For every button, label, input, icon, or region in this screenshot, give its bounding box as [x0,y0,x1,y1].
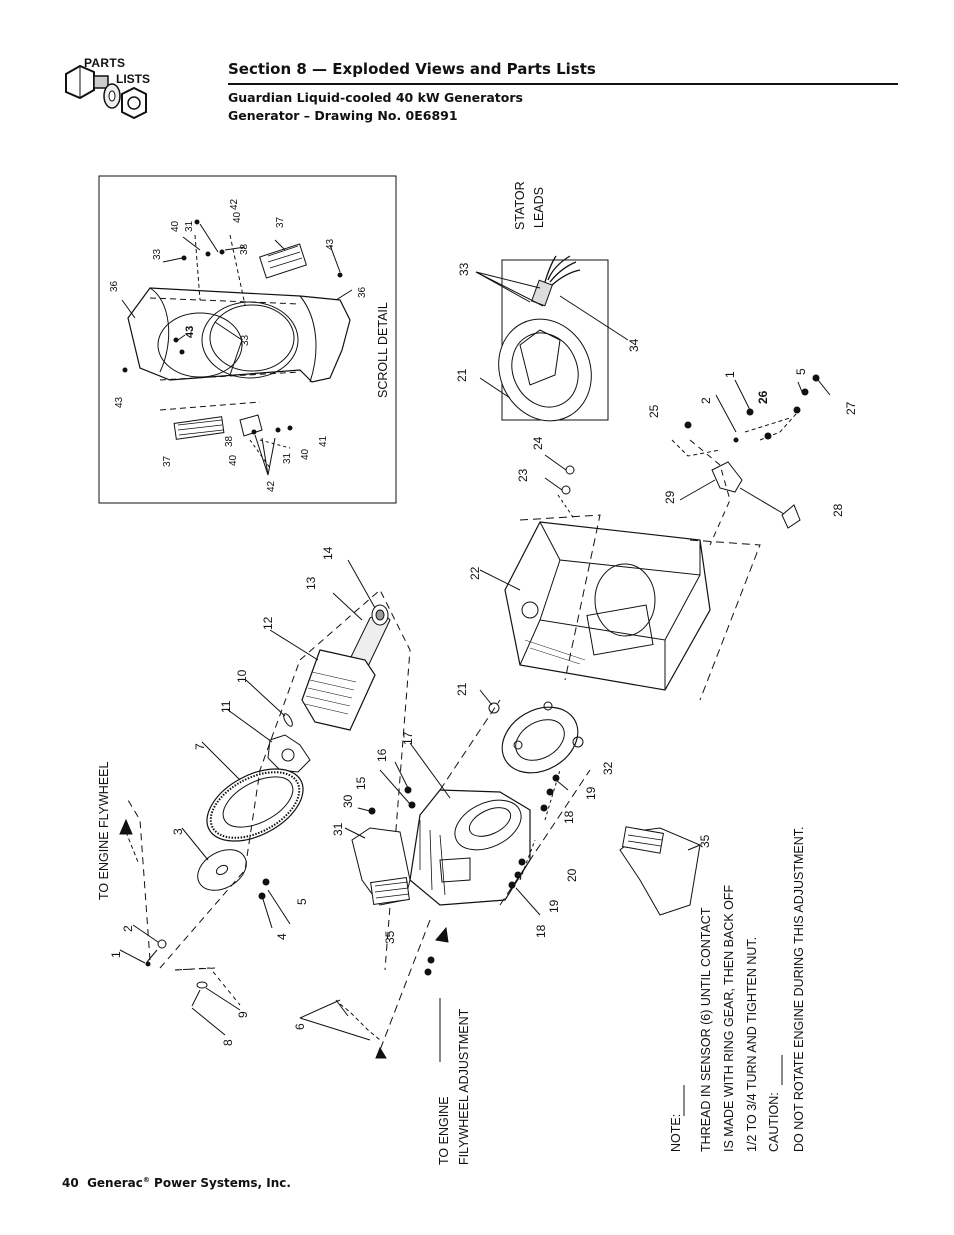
stator-leads-label-2: LEADS [532,187,546,228]
callout-27: 27 [844,401,858,415]
svg-text:40: 40 [228,454,239,466]
company-name: Generac [87,1176,143,1190]
svg-text:31: 31 [184,220,195,232]
main-exploded-drawing [119,374,831,1059]
scroll-detail-frame [98,175,397,504]
callout-22: 22 [468,566,482,580]
svg-text:38: 38 [239,243,250,255]
callout-34: 34 [627,338,641,352]
callout-26: 26 [756,390,770,404]
note-line-2: IS MADE WITH RING GEAR, THEN BACK OFF [722,884,736,1152]
svg-text:43: 43 [114,396,125,408]
scroll-detail-title: SCROLL DETAIL [376,302,390,398]
callout-23: 23 [516,468,530,482]
svg-text:33: 33 [240,334,251,346]
flywheel-adjustment-label: FILYWHEEL ADJUSTMENT [457,1008,471,1165]
callout-6: 6 [293,1023,307,1030]
callout-9: 9 [236,1011,250,1018]
subtitle-model: Guardian Liquid-cooled 40 kW Generators [228,90,523,105]
svg-text:40: 40 [170,220,181,232]
callout-18a: 18 [534,924,548,938]
svg-text:31: 31 [282,452,293,464]
callout-35a: 35 [383,930,397,944]
page-footer: 40 Generac® Power Systems, Inc. [62,1176,291,1190]
note-line-3: 1/2 TO 3/4 TURN AND TIGHTEN NUT. [745,937,759,1152]
svg-text:41: 41 [318,435,329,447]
page-number: 40 [62,1176,79,1190]
callout-4: 4 [275,933,289,940]
svg-text:42: 42 [266,480,277,492]
callout-8: 8 [221,1039,235,1046]
callout-7: 7 [193,743,207,750]
callout-29: 29 [663,490,677,504]
callout-10: 10 [235,669,249,683]
svg-text:36: 36 [109,280,120,292]
scroll-detail-drawing [121,219,353,476]
callout-3: 3 [171,828,185,835]
svg-text:43: 43 [325,238,336,250]
parts-lists-logo: PARTS LISTS [58,52,218,132]
stator-leads-label-1: STATOR [513,181,527,230]
callout-25: 25 [647,404,661,418]
svg-text:36: 36 [357,286,368,298]
callout-14: 14 [321,546,335,560]
callout-32: 32 [601,761,615,775]
callout-1: 1 [109,951,123,958]
svg-text:43: 43 [184,326,196,338]
callout-5b: 5 [794,368,808,375]
callout-17: 17 [401,731,415,745]
callout-13: 13 [304,576,318,590]
page-header: Section 8 — Exploded Views and Parts Lis… [228,60,898,123]
subtitle-drawing: Generator – Drawing No. 0E6891 [228,108,458,123]
caution-text: DO NOT ROTATE ENGINE DURING THIS ADJUSTM… [792,827,806,1153]
company-suffix: Power Systems, Inc. [149,1176,291,1190]
callout-21a: 21 [455,368,469,382]
to-engine-flywheel-label: TO ENGINE FLYWHEEL [97,761,111,900]
scroll-detail-callouts: 36 33 31 40 42 40 38 37 43 36 43 33 43 3… [109,198,368,492]
callout-30: 30 [341,794,355,808]
adapter-drawing [475,255,629,422]
callout-33: 33 [457,262,471,276]
callout-12: 12 [261,616,275,630]
svg-text:37: 37 [275,216,286,228]
callout-5: 5 [295,898,309,905]
to-engine-label: TO ENGINE [437,1096,451,1165]
svg-text:40: 40 [232,211,243,223]
note-block: NOTE: THREAD IN SENSOR (6) UNTIL CONTACT… [669,827,806,1153]
note-line-1: THREAD IN SENSOR (6) UNTIL CONTACT [699,907,713,1152]
callout-2b: 2 [699,397,713,404]
callout-28: 28 [831,503,845,517]
callout-20: 20 [565,868,579,882]
part-callouts: 1 2 3 4 5 6 7 8 9 10 11 12 13 14 15 16 1… [109,262,858,1046]
callout-31: 31 [331,822,345,836]
callout-19a: 19 [547,899,561,913]
logo-text-lists: LISTS [116,72,151,86]
callout-24: 24 [531,436,545,450]
section-title: Section 8 — Exploded Views and Parts Lis… [228,60,898,85]
callout-15: 15 [354,776,368,790]
callout-2: 2 [121,925,135,932]
callout-11: 11 [219,700,233,713]
caution-heading: CAUTION: [767,1092,781,1152]
callout-19b: 19 [584,786,598,800]
svg-text:37: 37 [162,455,173,467]
note-heading: NOTE: [669,1114,683,1152]
svg-text:33: 33 [152,248,163,260]
registered-mark: ® [142,1176,150,1184]
callout-16: 16 [375,748,389,762]
svg-text:40: 40 [300,448,311,460]
callout-21b: 21 [455,682,469,696]
bolt-nut-icon [65,64,147,120]
callout-35b: 35 [698,834,712,848]
callout-1b: 1 [723,371,737,378]
logo-text-parts: PARTS [84,56,126,70]
svg-text:42: 42 [229,198,240,210]
svg-text:38: 38 [224,435,235,447]
callout-18b: 18 [562,810,576,824]
